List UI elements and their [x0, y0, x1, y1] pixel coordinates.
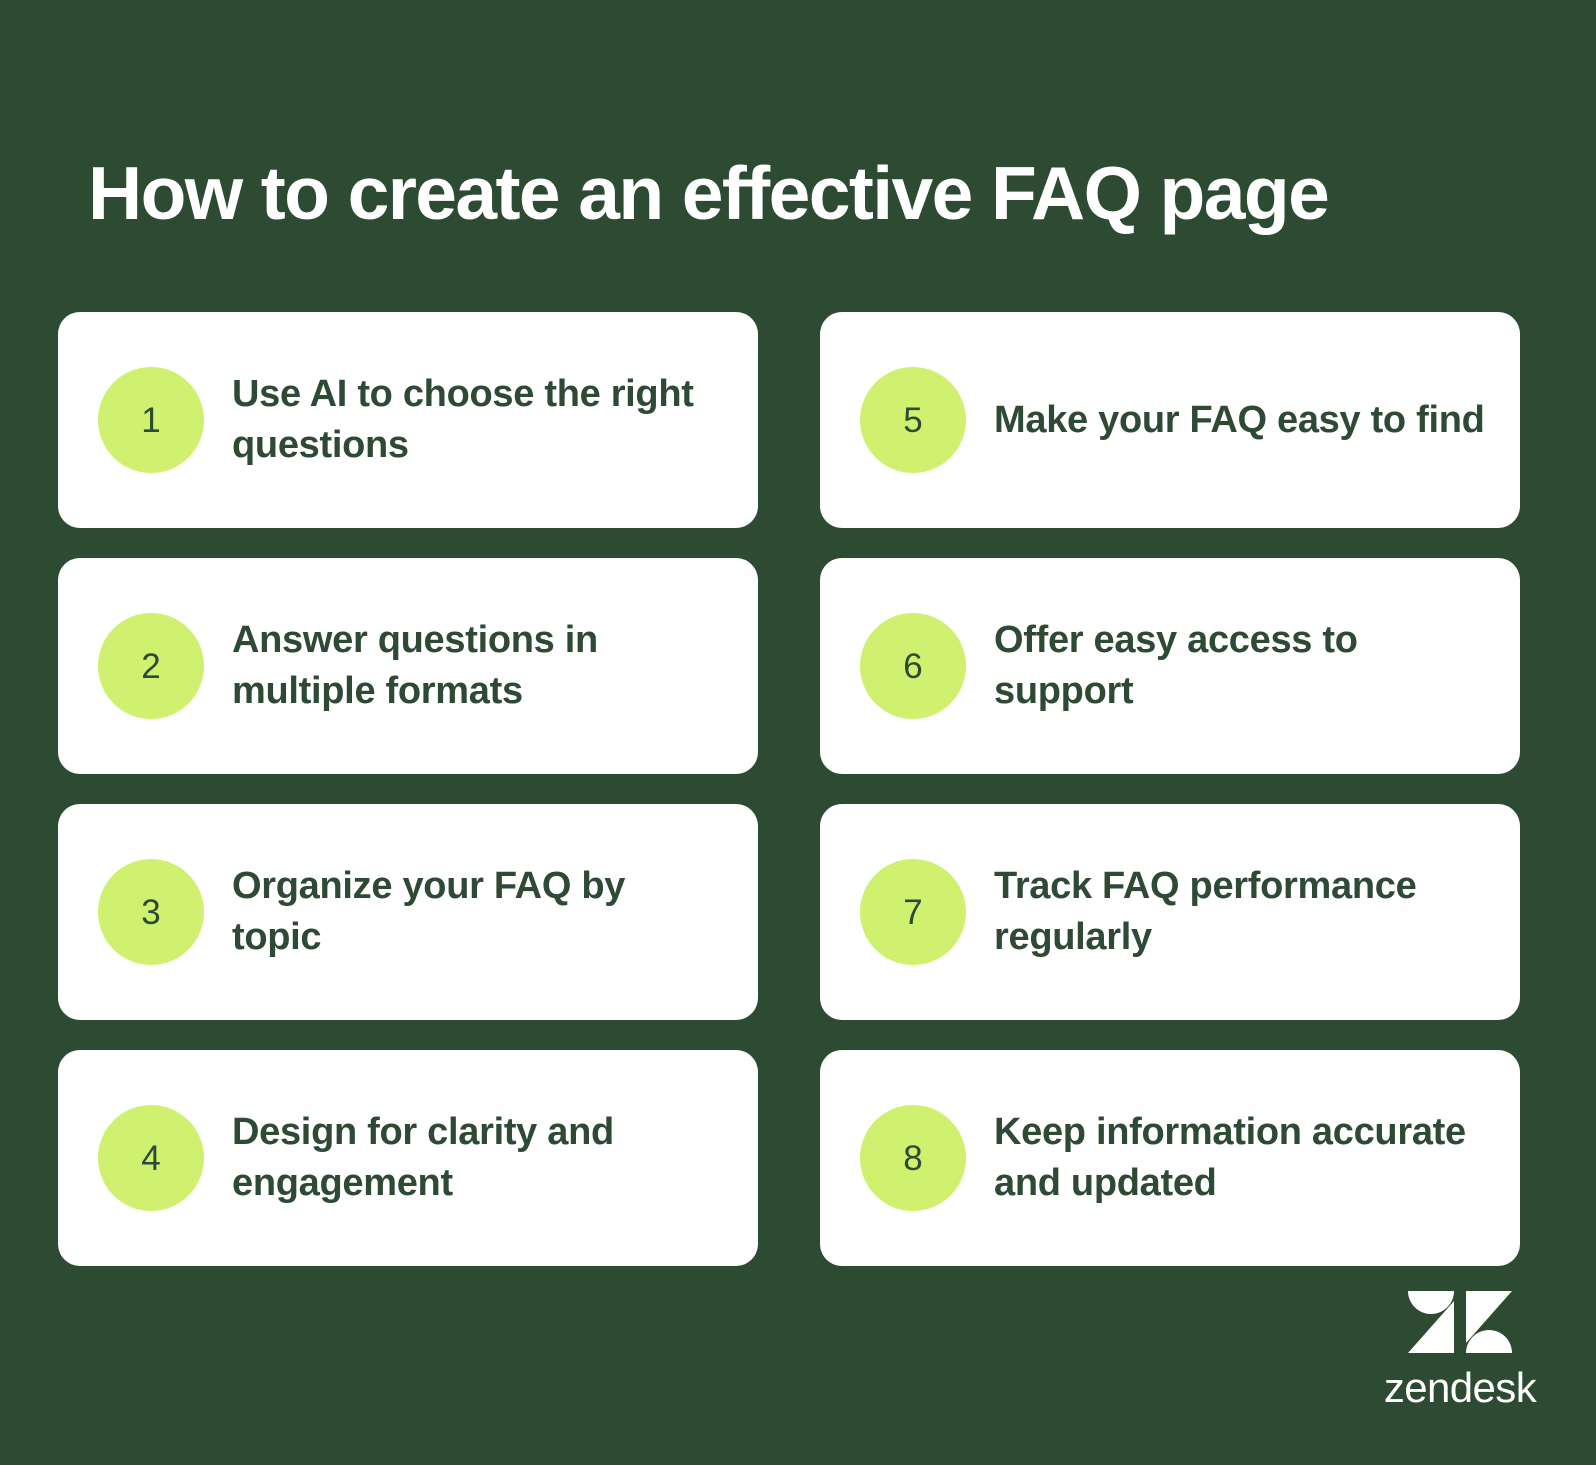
step-label: Use AI to choose the right questions: [232, 373, 694, 466]
step-number-badge: 7: [860, 859, 966, 965]
step-number-badge: 8: [860, 1105, 966, 1211]
step-number-badge: 6: [860, 613, 966, 719]
step-label: Make your FAQ easy to find: [994, 398, 1485, 441]
step-label: Track FAQ performance regularly: [994, 865, 1417, 958]
step-card: 8 Keep information accurate and updated: [820, 1050, 1520, 1266]
step-card: 6 Offer easy access to support: [820, 558, 1520, 774]
step-card: 4 Design for clarity and engagement: [58, 1050, 758, 1266]
step-card: 3 Organize your FAQ by topic: [58, 804, 758, 1020]
step-number: 7: [903, 892, 923, 932]
step-number-badge: 3: [98, 859, 204, 965]
step-label: Organize your FAQ by topic: [232, 865, 626, 958]
step-number-badge: 1: [98, 367, 204, 473]
steps-grid: 1 Use AI to choose the right questions 5…: [58, 312, 1540, 1266]
step-number: 2: [141, 646, 161, 686]
step-label: Keep information accurate and updated: [994, 1111, 1466, 1204]
page-title: How to create an effective FAQ page: [88, 151, 1330, 236]
step-card: 5 Make your FAQ easy to find: [820, 312, 1520, 528]
zendesk-logo-icon: [1408, 1291, 1512, 1353]
brand-logo: zendesk: [1380, 1289, 1540, 1409]
step-number-badge: 4: [98, 1105, 204, 1211]
step-number-badge: 5: [860, 367, 966, 473]
step-number: 3: [141, 892, 161, 932]
step-number: 8: [903, 1138, 923, 1178]
step-label: Answer questions in multiple formats: [232, 619, 598, 712]
step-card: 1 Use AI to choose the right questions: [58, 312, 758, 528]
step-number: 1: [141, 400, 161, 440]
step-number: 4: [141, 1138, 161, 1178]
step-number: 6: [903, 646, 923, 686]
brand-wordmark: zendesk: [1383, 1364, 1537, 1411]
step-label: Design for clarity and engagement: [232, 1111, 614, 1204]
step-number: 5: [903, 400, 923, 440]
step-card: 2 Answer questions in multiple formats: [58, 558, 758, 774]
step-label: Offer easy access to support: [994, 619, 1358, 712]
step-card: 7 Track FAQ performance regularly: [820, 804, 1520, 1020]
step-number-badge: 2: [98, 613, 204, 719]
